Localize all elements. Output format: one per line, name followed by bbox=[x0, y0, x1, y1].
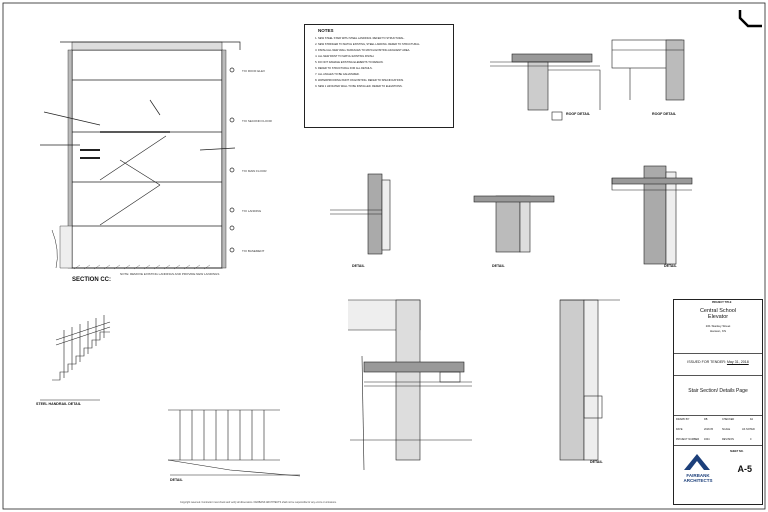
info-label: DATE bbox=[676, 428, 683, 431]
firm-logo-icon bbox=[684, 454, 710, 470]
note-item: REFER TO STRUCTURAL FOR ALL DETAILS. bbox=[318, 66, 448, 72]
info-label: SCALE bbox=[722, 428, 731, 431]
detail-label-c: DETAIL bbox=[664, 264, 677, 268]
notes-panel: NOTES NEW STEEL STAIR WITH STEEL LANDING… bbox=[304, 24, 454, 128]
section-title: SECTION CC: bbox=[72, 277, 111, 283]
svg-text:T/O SECOND FLOOR: T/O SECOND FLOOR bbox=[242, 119, 273, 123]
middle-details-drawing bbox=[330, 165, 693, 265]
svg-text:T/O LANDING: T/O LANDING bbox=[242, 209, 262, 213]
detail-label-d: DETAIL bbox=[170, 478, 183, 482]
note-item: WATERPROOFING PAINT ON EXISTING. REFER T… bbox=[318, 78, 448, 84]
note-item: NEW 1 HR RATED WALL TO BE INSTALLED. REF… bbox=[318, 84, 448, 90]
info-label: CHECKED bbox=[722, 418, 735, 421]
address-1: 101 Stanley Street bbox=[705, 324, 731, 328]
note-item: ALL NEW PAINT TO MATCH EXISTING FINISH. bbox=[318, 54, 448, 60]
issue-date: May 31, 2018 bbox=[726, 360, 749, 364]
issue-label: ISSUED FOR TENDER: bbox=[687, 360, 726, 364]
project-header: PROJECT TITLE bbox=[712, 301, 732, 304]
roof-detail-drawing bbox=[490, 39, 685, 121]
info-value: 0 bbox=[750, 438, 752, 441]
roof-detail-label: ROOF DETAIL bbox=[566, 112, 591, 116]
detail-label-b: DETAIL bbox=[492, 264, 505, 268]
address-2: Hanson, KS bbox=[709, 329, 726, 333]
notes-list: NEW STEEL STAIR WITH STEEL LANDINGS. REF… bbox=[310, 36, 448, 90]
svg-text:T/O BASEMENT: T/O BASEMENT bbox=[242, 249, 265, 253]
info-value: DB bbox=[704, 418, 708, 421]
info-label: REVISION bbox=[722, 438, 734, 441]
info-grid: DRAWN BY DB CHECKED FA DATE 2018.05 SCAL… bbox=[674, 416, 762, 446]
info-label: PROJECT NUMBER bbox=[676, 438, 700, 441]
section-cc-drawing bbox=[40, 41, 241, 270]
project-info: Central School Elevator 101 Stanley Stre… bbox=[674, 300, 762, 354]
svg-text:T/O MAIN FLOOR: T/O MAIN FLOOR bbox=[242, 169, 267, 173]
roof-detail-label-2: ROOF DETAIL bbox=[652, 112, 677, 116]
sheet-title: Stair Section/ Details Page bbox=[688, 388, 748, 394]
note-item: NEW STRINGER TO MATCH EXISTING, STEEL LA… bbox=[318, 42, 448, 48]
info-label: DRAWN BY bbox=[676, 418, 690, 421]
note-item: FINISH ALL NEW WALL SURFACES TO MATCH EX… bbox=[318, 48, 448, 54]
info-value: 1604 bbox=[704, 438, 710, 441]
info-value: 2018.05 bbox=[704, 428, 714, 431]
info-value: FA bbox=[750, 418, 754, 421]
project-name-1: Central School bbox=[699, 308, 737, 314]
info-value: AS NOTED bbox=[742, 428, 755, 431]
railing-detail-drawing bbox=[167, 409, 301, 477]
title-block: PROJECT TITLE Central School Elevator 10… bbox=[673, 299, 763, 505]
handrail-detail-drawing bbox=[40, 315, 111, 401]
issue-row: ISSUED FOR TENDER: May 31, 2018 bbox=[674, 354, 762, 376]
note-item: NEW STEEL STAIR WITH STEEL LANDINGS. REF… bbox=[318, 36, 448, 42]
note-item: ALL ANGLES TO BE GALVANIZED. bbox=[318, 72, 448, 78]
project-name-2: Elevator bbox=[707, 314, 729, 320]
notes-title: NOTES bbox=[318, 28, 334, 33]
steel-handrail-label: STEEL HANDRAIL DETAIL bbox=[36, 402, 81, 406]
firm-name: FAIRBANK ARCHITECTS bbox=[683, 473, 713, 483]
lower-section-drawing bbox=[348, 299, 620, 471]
sheet-number: A-5 bbox=[737, 464, 752, 474]
copyright-note: Copyright reserved. Contractor must chec… bbox=[180, 501, 337, 504]
detail-label-e: DETAIL bbox=[590, 460, 603, 464]
sheet-number-label: SHEET NO. bbox=[730, 450, 744, 453]
sheet-title-row: Stair Section/ Details Page bbox=[674, 376, 762, 416]
note-item: DO NOT DAMAGE EXISTING ELEMENTS TO REMAI… bbox=[318, 60, 448, 66]
svg-text:T/O ROOF ELEV: T/O ROOF ELEV bbox=[242, 69, 265, 73]
svg-text:NOTE: REMOVE EXISTING LANDINGS: NOTE: REMOVE EXISTING LANDINGS AND PROVI… bbox=[120, 272, 219, 276]
detail-label-a: DETAIL bbox=[352, 264, 365, 268]
logo-area: FAIRBANK ARCHITECTS SHEET NO. A-5 bbox=[674, 446, 762, 506]
